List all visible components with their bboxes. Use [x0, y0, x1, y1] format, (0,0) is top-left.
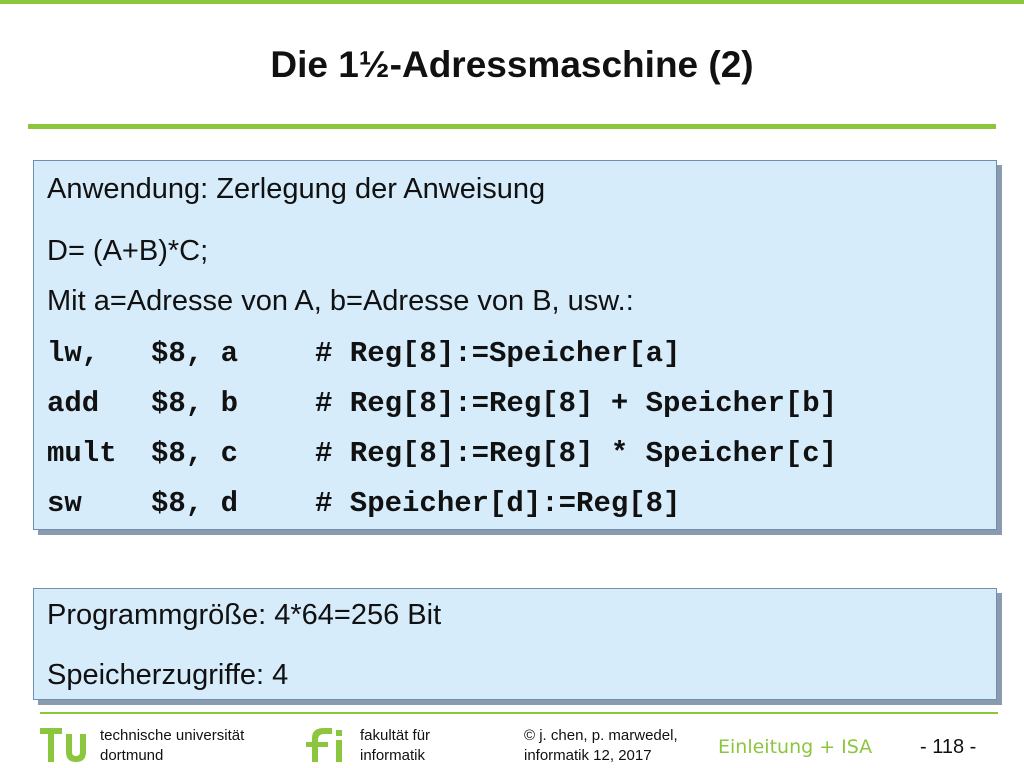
- university-name: technische universität dortmund: [100, 726, 244, 766]
- code-op: sw: [47, 487, 82, 520]
- copyright: © j. chen, p. marwedel, informatik 12, 2…: [524, 726, 678, 766]
- copyright-line-1: © j. chen, p. marwedel,: [524, 727, 678, 744]
- code-op: add: [47, 387, 100, 420]
- fakultaet-informatik-logo-icon: [306, 728, 342, 762]
- code-args: $8, d: [151, 487, 239, 520]
- code-comment: # Reg[8]:=Speicher[a]: [315, 337, 681, 370]
- application-box: Anwendung: Zerlegung der Anweisung D= (A…: [33, 160, 997, 530]
- faculty-line-1: fakultät für: [360, 727, 431, 744]
- code-args: $8, b: [151, 387, 239, 420]
- box1-line-2: D= (A+B)*C;: [47, 235, 209, 267]
- page-number: - 118 -: [920, 736, 977, 758]
- university-line-1: technische universität: [100, 727, 245, 744]
- box1-line-3: Mit a=Adresse von A, b=Adresse von B, us…: [47, 285, 634, 317]
- title-underline: [28, 124, 996, 129]
- code-line-2: add $8, b # Reg[8]:=Reg[8] + Speicher[b]: [47, 387, 837, 420]
- tu-dortmund-logo-icon: [40, 728, 86, 762]
- faculty-name: fakultät für informatik: [360, 726, 430, 766]
- code-line-3: mult $8, c # Reg[8]:=Reg[8] * Speicher[c]: [47, 437, 837, 470]
- code-args: $8, a: [151, 337, 239, 370]
- university-line-2: dortmund: [100, 747, 164, 764]
- top-accent-line: [0, 0, 1024, 4]
- code-comment: # Reg[8]:=Reg[8] + Speicher[b]: [315, 387, 838, 420]
- faculty-line-2: informatik: [360, 747, 426, 764]
- footer-rule: [40, 712, 998, 714]
- summary-box: Programmgröße: 4*64=256 Bit Speicherzugr…: [33, 588, 997, 700]
- code-op: mult: [47, 437, 117, 470]
- code-comment: # Reg[8]:=Reg[8] * Speicher[c]: [315, 437, 838, 470]
- copyright-line-2: informatik 12, 2017: [524, 747, 652, 764]
- code-op: lw,: [47, 337, 100, 370]
- slide-title: Die 1½-Adressmaschine (2): [270, 44, 754, 85]
- program-size-text: Programmgröße: 4*64=256 Bit: [47, 599, 442, 631]
- code-line-1: lw, $8, a # Reg[8]:=Speicher[a]: [47, 337, 680, 370]
- course-title: Einleitung + ISA: [718, 736, 873, 758]
- code-comment: # Speicher[d]:=Reg[8]: [315, 487, 681, 520]
- box1-line-1: Anwendung: Zerlegung der Anweisung: [47, 173, 546, 205]
- code-args: $8, c: [151, 437, 239, 470]
- memory-access-text: Speicherzugriffe: 4: [47, 659, 289, 691]
- code-line-4: sw $8, d # Speicher[d]:=Reg[8]: [47, 487, 680, 520]
